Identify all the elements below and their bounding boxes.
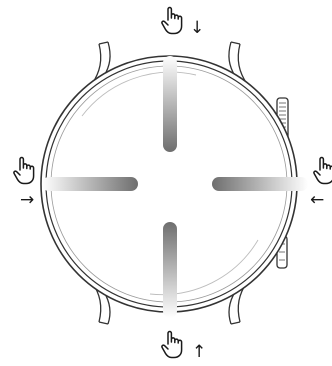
hand-pointer-icon [162,332,182,358]
hand-pointer-icon [162,8,182,34]
trail-right [42,177,138,191]
arrow-left-icon: ← [310,190,324,210]
trail-down [163,56,177,152]
hand-pointer-icon [314,158,332,184]
arrow-right-icon: → [20,190,34,210]
trail-up [163,222,177,318]
gesture-swipe-up: ↑ [162,332,206,362]
arrow-down-icon: ↓ [190,18,204,38]
gesture-swipe-down: ↓ [162,8,204,38]
hand-pointer-icon [14,158,34,184]
arrow-up-icon: ↑ [192,342,206,362]
gesture-swipe-left: ← [310,158,332,210]
gesture-swipe-right: → [14,158,34,210]
trail-left [212,177,308,191]
